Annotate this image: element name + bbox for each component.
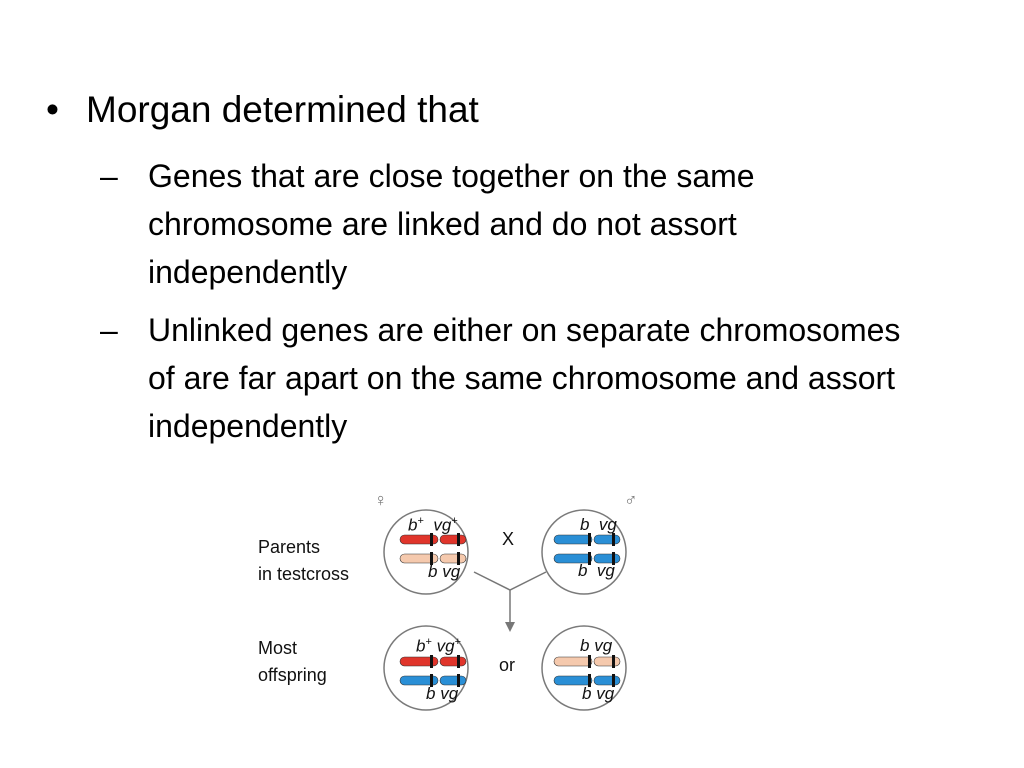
main-bullet-text: Morgan determined that [86, 89, 479, 130]
parents-label-line1: Parents [258, 537, 321, 557]
chromosome-blue [553, 674, 621, 687]
sub-bullet-2: – Unlinked genes are either on separate … [100, 306, 920, 450]
chromosome-blue [553, 533, 621, 546]
offspring-cell-mutant [541, 625, 627, 711]
testcross-diagram [383, 509, 627, 711]
main-bullet: • Morgan determined that [46, 86, 479, 134]
chromosome-red [399, 533, 467, 546]
offspring-label-line1: Most [258, 638, 298, 658]
sub-bullet-text: Unlinked genes are either on separate ch… [148, 312, 901, 444]
sub-bullet-list: – Genes that are close together on the s… [100, 152, 920, 460]
female-symbol: ♀ [374, 490, 388, 510]
cross-line [473, 571, 547, 591]
bullet-mark: • [46, 89, 59, 130]
gene-label-wildtype: b+ vg+ [416, 636, 462, 656]
dash-mark: – [100, 312, 118, 348]
chromosome-blue [553, 552, 621, 565]
gene-label-mutant: b vg [580, 636, 613, 655]
gene-label-mutant: b vg [426, 684, 459, 703]
arrow-head [505, 622, 515, 632]
male-symbol: ♂ [624, 490, 638, 510]
gene-label-mutant: b vg [580, 515, 617, 534]
or-label: or [499, 655, 516, 675]
gene-label-wildtype: b+ vg+ [408, 515, 458, 535]
chromosome-red [399, 655, 467, 668]
parents-label-line2: in testcross [258, 564, 350, 584]
offspring-cell-wildtype [383, 625, 469, 711]
dash-mark: – [100, 158, 118, 194]
testcross-figure: ♀ ♂ X or Parents in testcross Most offsp… [250, 488, 650, 728]
chromosome-pink [553, 655, 621, 668]
chromosome-blue [399, 674, 467, 687]
gene-label-mutant: b vg [582, 684, 615, 703]
female-parent-cell [383, 509, 469, 595]
chromosome-pink [399, 552, 467, 565]
male-parent-cell [541, 509, 627, 595]
cross-symbol: X [502, 529, 515, 549]
sub-bullet-text: Genes that are close together on the sam… [148, 158, 755, 290]
gene-label-mutant: b vg [578, 561, 615, 580]
offspring-label-line2: offspring [258, 665, 327, 685]
gene-label-mutant: b vg [428, 562, 461, 581]
sub-bullet-1: – Genes that are close together on the s… [100, 152, 920, 296]
